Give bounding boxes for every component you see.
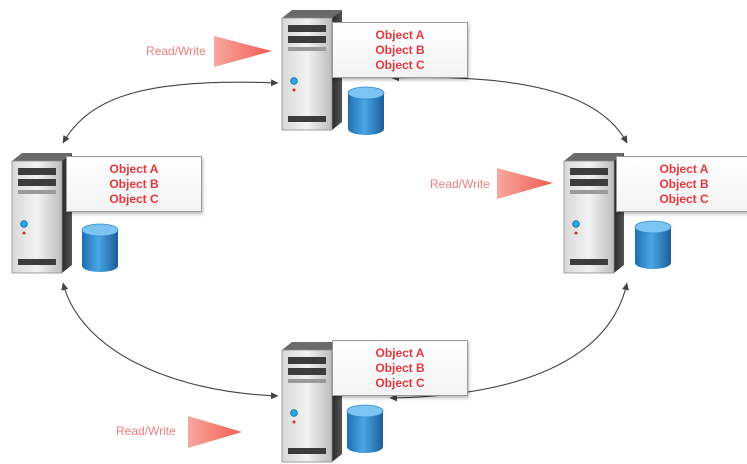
- object-label: Object C: [375, 375, 425, 390]
- write-arrow-icon: [497, 168, 553, 199]
- object-label: Object C: [375, 57, 425, 72]
- server-icon: [11, 152, 73, 274]
- link-top-right: [391, 74, 628, 144]
- server-icon: [563, 152, 625, 274]
- object-label: Object A: [375, 27, 425, 42]
- object-label: Object B: [109, 176, 159, 191]
- object-label: Object A: [375, 345, 425, 360]
- database-icon: [81, 223, 119, 273]
- object-label: Object C: [659, 191, 709, 206]
- node-top-objects: Object A Object B Object C: [332, 22, 468, 78]
- object-label: Object C: [109, 191, 159, 206]
- object-label: Object B: [375, 360, 425, 375]
- database-icon: [347, 86, 385, 136]
- read-write-label: Read/Write: [146, 44, 206, 58]
- read-write-label: Read/Write: [430, 177, 490, 191]
- node-bottom-objects: Object A Object B Object C: [332, 340, 468, 396]
- node-left-objects: Object A Object B Object C: [66, 156, 202, 212]
- object-label: Object A: [659, 161, 709, 176]
- write-arrow-icon: [214, 36, 272, 67]
- link-top-left: [62, 79, 279, 144]
- node-right-objects: Object A Object B Object C: [616, 156, 747, 212]
- link-left-bottom: [61, 282, 279, 400]
- object-label: Object B: [659, 176, 709, 191]
- database-icon: [634, 220, 672, 270]
- write-arrow-icon: [188, 416, 242, 448]
- read-write-label: Read/Write: [116, 424, 176, 438]
- object-label: Object B: [375, 42, 425, 57]
- object-label: Object A: [109, 161, 159, 176]
- database-icon: [346, 404, 384, 454]
